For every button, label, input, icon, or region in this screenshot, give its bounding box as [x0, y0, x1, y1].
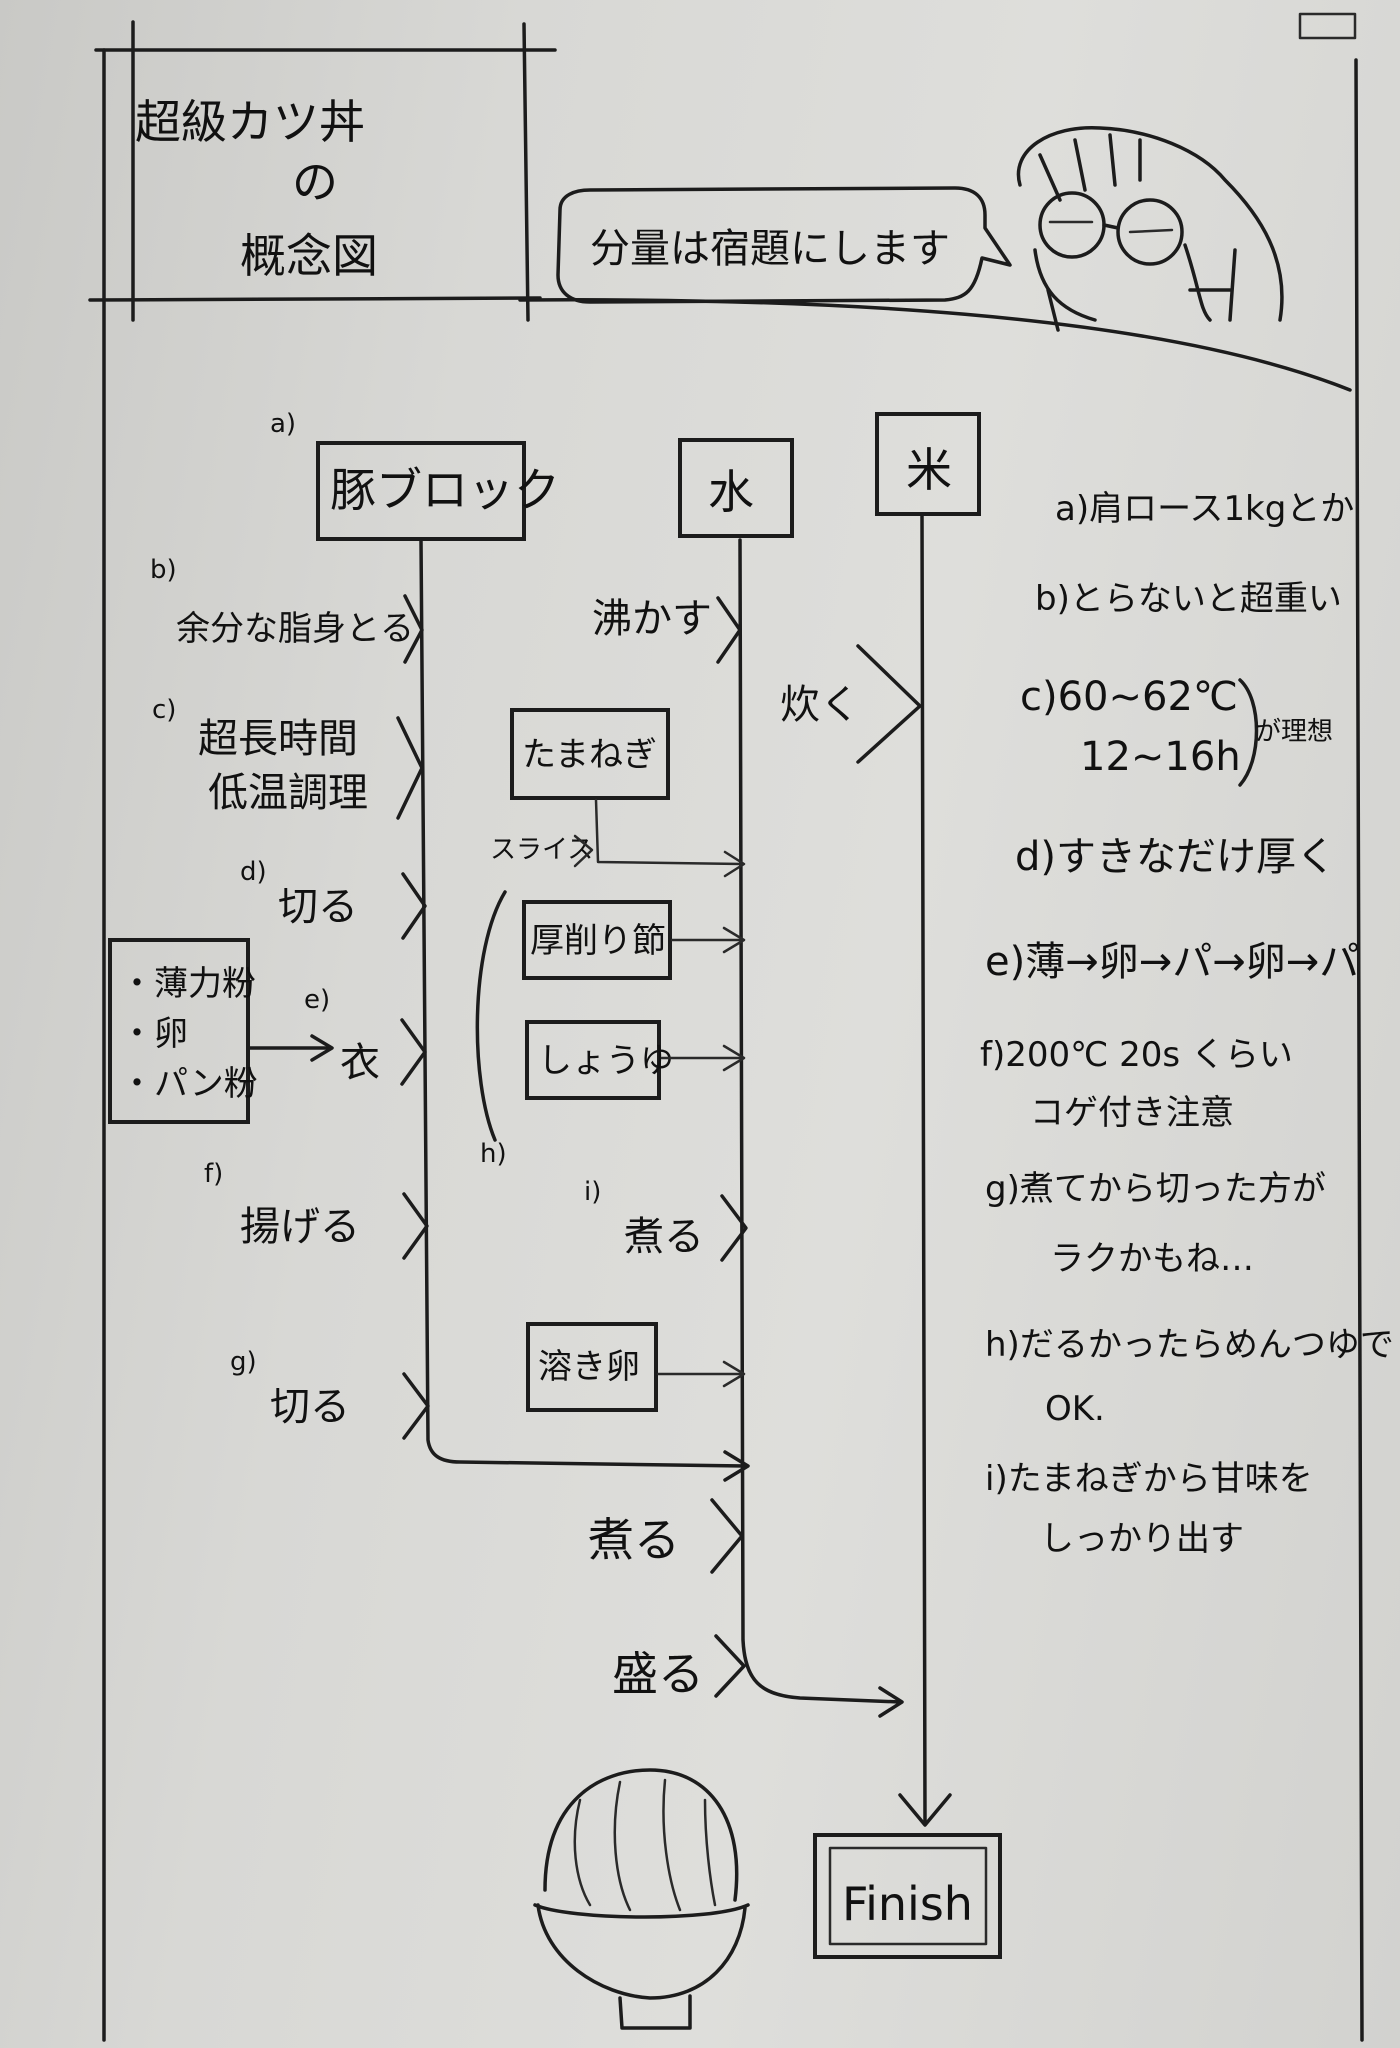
speech-bubble: 分量は宿題にします [556, 186, 1012, 304]
pork-step-g-label: g) [230, 1347, 257, 1377]
coating-item-panko: ・パン粉 [120, 1064, 258, 1104]
note-ref-a: a) [270, 409, 296, 439]
note-f-line2: コゲ付き注意 [1030, 1093, 1234, 1133]
pork-steps: b) 余分な脂身とる c) 超長時間 低温調理 d) 切る e) 衣 f) 揚げ… [150, 555, 430, 1440]
pork-step-e-label: e) [304, 985, 330, 1015]
pork-step-b-label: b) [150, 555, 177, 585]
pork-step-c-label: c) [152, 695, 176, 725]
note-b: b)とらないと超重い [1035, 579, 1342, 619]
pork-step-d-label: d) [240, 857, 267, 887]
author-avatar [1016, 126, 1284, 332]
note-c-line2: 12~16h [1080, 734, 1241, 780]
coating-item-flour: ・薄力粉 [120, 964, 256, 1004]
pork-step-f-text: 揚げる [240, 1204, 360, 1250]
lane-pork: a) 豚ブロック [270, 409, 750, 1482]
pork-step-g-text: 切る [270, 1384, 350, 1430]
lane-label-water: 水 [708, 465, 754, 519]
water-steps: 沸かす たまねぎ スライス h) 厚削り節 しょうゆ i) 煮る 溶き卵 煮る … [475, 596, 748, 1701]
note-i-line2: しっかり出す [1040, 1519, 1244, 1559]
note-a: a)肩ロース1kgとか [1055, 489, 1354, 529]
note-ref-i: i) [584, 1177, 601, 1207]
note-f: f)200℃ 20s くらい [980, 1035, 1293, 1075]
pork-step-c-text2: 低温調理 [208, 770, 368, 816]
title-block: 超級カツ丼 の 概念図 [135, 95, 378, 283]
rice-step-cook: 炊く [780, 682, 860, 728]
note-d: d)すきなだけ厚く [1015, 834, 1336, 880]
lane-rice: 米 [875, 412, 981, 1827]
note-c-tail: が理想 [1255, 717, 1333, 747]
coating-item-egg: ・卵 [120, 1014, 188, 1054]
step-serve: 盛る [612, 1647, 704, 1701]
page-frame [88, 12, 1364, 2042]
note-h: h)だるかったらめんつゆで [985, 1325, 1394, 1365]
lane-label-rice: 米 [906, 443, 952, 497]
ingredient-soy-sauce: しょうゆ [538, 1041, 674, 1081]
note-i: i)たまねぎから甘味を [985, 1459, 1313, 1499]
lane-water: 水 [678, 438, 904, 1718]
notes-column: a)肩ロース1kgとか b)とらないと超重い c)60~62℃ 12~16h が… [980, 489, 1394, 1559]
pork-step-f-label: f) [204, 1159, 223, 1189]
glasses-right-icon [1116, 198, 1184, 266]
ingredient-beaten-egg: 溶き卵 [538, 1347, 640, 1387]
step-simmer-final: 煮る [588, 1513, 680, 1567]
pork-step-e-text: 衣 [340, 1040, 380, 1086]
pork-step-c-text1: 超長時間 [198, 716, 358, 762]
note-e: e)薄→卵→パ→卵→パ [985, 939, 1359, 985]
title-line3: 概念図 [240, 229, 378, 283]
pork-step-b-text: 余分な脂身とる [176, 609, 414, 649]
finish-label: Finish [842, 1877, 973, 1931]
title-line2: の [292, 155, 338, 209]
note-ref-h: h) [480, 1139, 507, 1169]
finish-box: Finish [813, 1833, 1002, 1959]
lane-label-pork: 豚ブロック [330, 463, 560, 517]
note-c: c)60~62℃ [1020, 674, 1238, 720]
glasses-left-icon [1038, 191, 1106, 259]
note-g-line2: ラクかもね… [1050, 1239, 1254, 1279]
onion-slice-label: スライス [490, 835, 593, 865]
water-step-boil: 沸かす [592, 596, 712, 642]
katsudon-bowl-icon [533, 1768, 750, 2030]
pork-step-d-text: 切る [278, 884, 358, 930]
note-g: g)煮てから切った方が [985, 1169, 1326, 1209]
ingredient-katsuobushi: 厚削り節 [530, 921, 666, 961]
note-h-line2: OK. [1045, 1389, 1105, 1429]
ingredient-onion: たまねぎ [522, 735, 657, 775]
coating-ingredients-box: ・薄力粉 ・卵 ・パン粉 [108, 938, 334, 1124]
title-line1: 超級カツ丼 [135, 95, 365, 149]
rice-steps: 炊く [780, 644, 922, 764]
speech-bubble-text: 分量は宿題にします [590, 226, 950, 272]
water-step-simmer: 煮る [624, 1214, 704, 1260]
